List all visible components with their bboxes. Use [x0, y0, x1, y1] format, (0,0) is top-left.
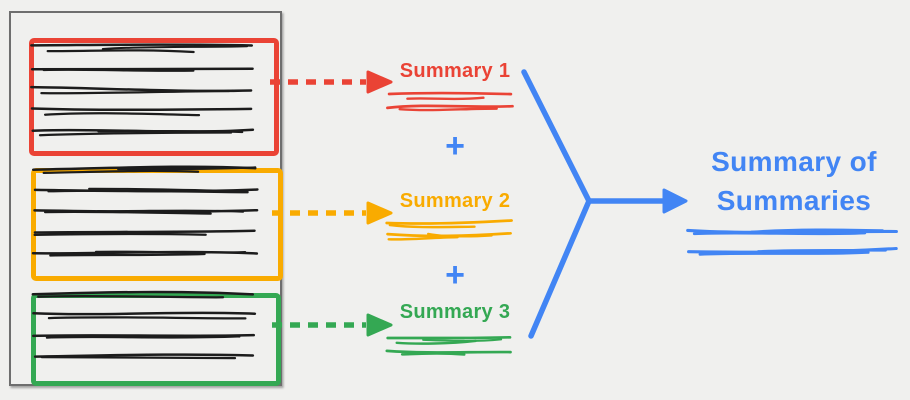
result-title-line2: Summaries	[716, 185, 872, 216]
summary-1-scribble-lines	[386, 91, 514, 112]
dashed-arrow-yellow	[272, 201, 393, 225]
summary-3-scribble-lines	[385, 335, 512, 356]
dashed-arrow-green	[272, 313, 393, 337]
dashed-arrow-red	[270, 70, 393, 94]
document-section-red	[29, 38, 279, 156]
result-title: Summary of Summaries	[688, 142, 900, 220]
document-frame	[9, 11, 283, 386]
plus-operator-1: +	[445, 127, 465, 165]
summary-2-scribble-lines	[385, 219, 513, 241]
summary-1-label: Summary 1	[399, 60, 511, 82]
document-section-green-text-scribbles	[31, 290, 257, 360]
document-section-red-text-scribbles	[30, 43, 255, 137]
summary-3-label: Summary 3	[399, 301, 511, 323]
document-section-yellow-text-scribbles	[31, 165, 259, 257]
result-scribble-lines	[686, 228, 898, 256]
document-section-green	[31, 293, 281, 386]
merge-fork-arrow	[521, 69, 688, 339]
result-title-line1: Summary of	[711, 146, 877, 177]
plus-operator-2: +	[445, 256, 465, 294]
summary-2-label: Summary 2	[399, 190, 511, 212]
